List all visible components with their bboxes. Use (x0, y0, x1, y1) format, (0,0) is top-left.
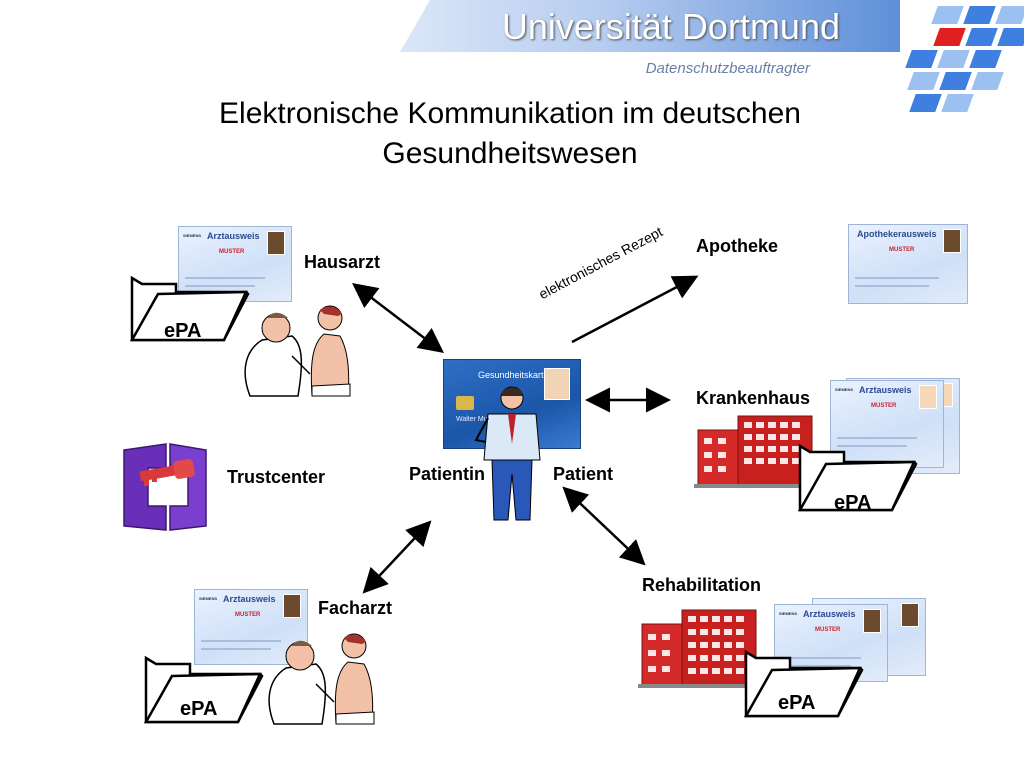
epa-label-facharzt: ePA (180, 698, 218, 720)
folder-icon (143, 655, 264, 724)
arrow-hausarzt-patient (352, 282, 444, 354)
node-label-trustcenter: Trustcenter (227, 467, 326, 487)
health-card-icon: Apothekerausweis MUSTER (848, 224, 968, 304)
header-banner (400, 0, 900, 52)
node-label-patientin: Patientin (409, 464, 486, 484)
folder-icon (129, 275, 250, 342)
epa-label-hausarzt: ePA (164, 320, 202, 342)
node-label-krankenhaus: Krankenhaus (696, 388, 811, 408)
epa-label-krankenhaus: ePA (834, 492, 872, 514)
node-label-rehabilitation: Rehabilitation (642, 575, 762, 595)
node-label-patient: Patient (553, 464, 614, 484)
folder-icon (797, 443, 918, 512)
slide-title: Elektronische Kommunikation im deutschen… (219, 97, 801, 170)
arrow-patient-rehabilitation (562, 486, 646, 566)
university-logo-icon (905, 6, 1024, 112)
node-label-apotheke: Apotheke (696, 236, 779, 256)
node-label-facharzt: Facharzt (318, 598, 393, 618)
health-card-icon: SIEMENS Arztausweis MUSTER (194, 589, 308, 665)
trustcenter-key-icon (123, 443, 207, 531)
doctor-examining-icon (268, 633, 375, 725)
hospital-building-icon (638, 609, 760, 688)
health-card-icon: SIEMENS Arztausweis MUSTER (178, 226, 292, 302)
doctor-examining-icon (244, 305, 351, 397)
arrow-patient-facharzt (362, 520, 432, 594)
node-label-hausarzt: Hausarzt (304, 252, 381, 272)
arrow-rezept-apotheke (571, 275, 699, 344)
health-card-icon: SIEMENS Arztausweis MUSTER (830, 380, 944, 468)
department-name: Datenschutzbeauftragter (645, 60, 810, 77)
businessman-icon (474, 386, 541, 521)
university-name: Universität Dortmund (501, 6, 840, 47)
folder-icon (743, 649, 864, 718)
epa-label-rehabilitation: ePA (778, 692, 816, 714)
